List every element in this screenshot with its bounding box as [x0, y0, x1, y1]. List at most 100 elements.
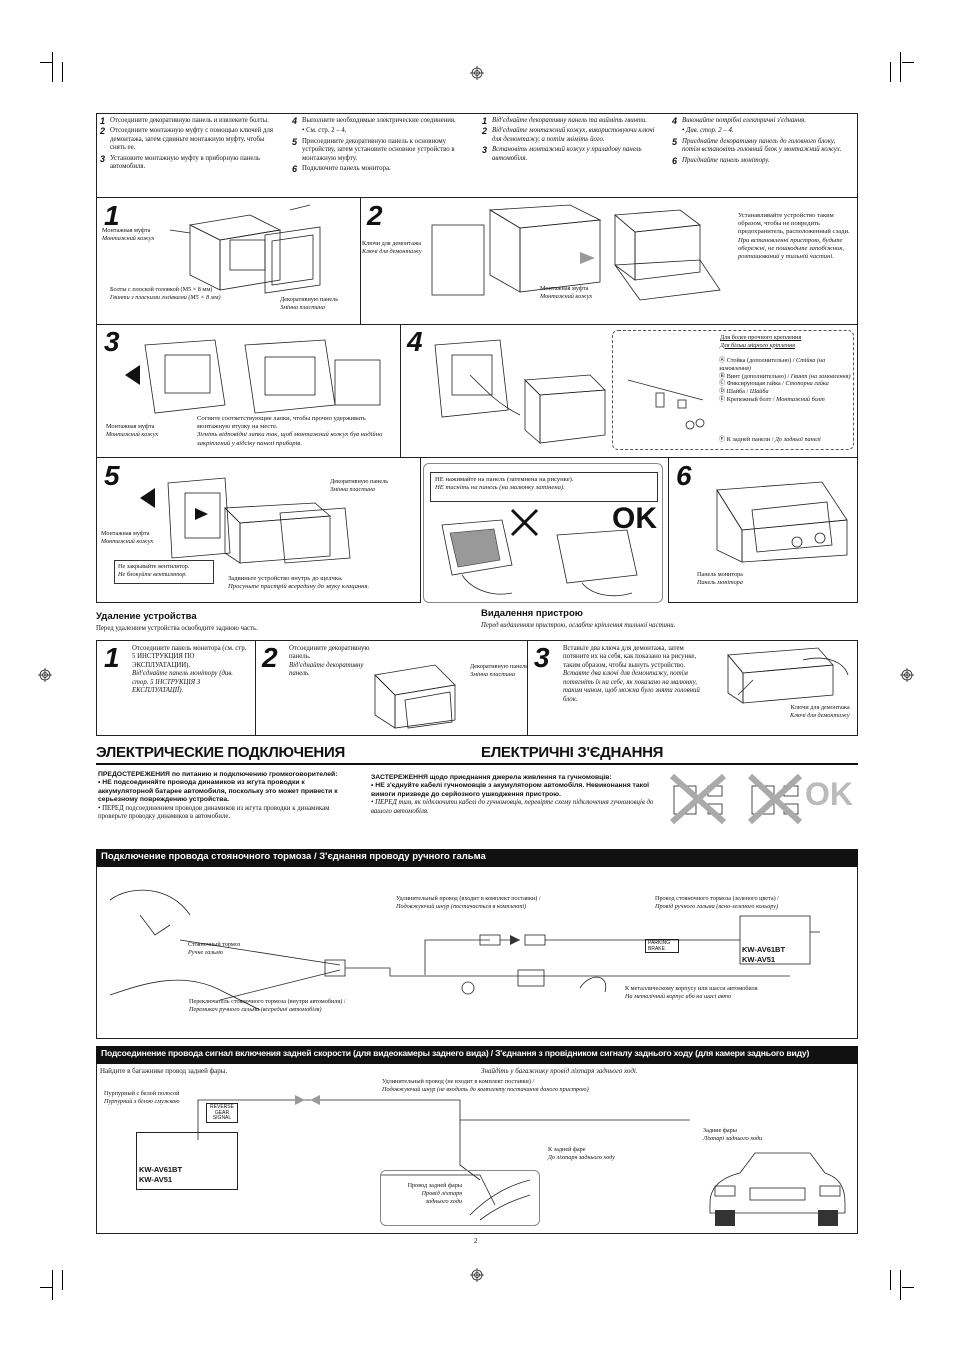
step-item-text: Установите монтажную муфту в приборную п… [110, 154, 260, 171]
rear-panel-label: Ⓕ К задней панели / До задньої панелі [719, 436, 821, 443]
parts-list-item: Ⓔ Крепежный болт / Монтажний болт [719, 396, 851, 404]
step-item-text: • Див. стор. 2 – 4. [682, 127, 734, 135]
step-item: 2 Від'єднайте монтажний кожух, використов… [482, 126, 662, 144]
brake-wire-label: Провод стояночного тормоза (зеленого цве… [655, 895, 779, 910]
step-item-text: Отсоедините декоративную панель и извлек… [110, 117, 269, 124]
divider [96, 763, 858, 765]
step-number: 5 [104, 460, 120, 491]
step-number: 4 [407, 326, 423, 357]
parts-list-item: Ⓒ Фиксирующая гайка / Стопорна гайка [719, 380, 851, 388]
speaker-wiring-warning-illustration [670, 773, 803, 825]
removal-title-uk: Видалення пристрою [481, 608, 583, 619]
registration-mark-icon [470, 66, 484, 80]
removal-subtitle-ru: Перед удалением устройства освободите за… [96, 625, 258, 632]
part-name-uk: Стопорна гайка [785, 380, 829, 388]
step-item-text: Отсоедините монтажную муфту с помощью кл… [110, 127, 273, 152]
step-item-number: 3 [482, 145, 488, 156]
heading-ru: ЭЛЕКТРИЧЕСКИЕ ПОДКЛЮЧЕНИЯ [96, 744, 345, 761]
ok-mark: OK [805, 776, 853, 812]
part-name-uk: Гвинт (на замовлення) [790, 372, 851, 380]
trim-removal-illustration [374, 664, 456, 729]
step-item-number: 2 [482, 126, 488, 137]
part-marker: Ⓒ [719, 380, 727, 388]
step-item-number: 1 [482, 116, 488, 126]
step-item: 1 Від'єднайте декоративну панель та виймі… [482, 116, 662, 126]
ground-label: К металлическому корпусу или шасси автом… [625, 985, 758, 1000]
part-marker: Ⓔ [719, 395, 727, 403]
reverse-wiring-diagram [197, 1095, 690, 1206]
keys-pull-illustration [727, 647, 849, 704]
parts-list: Ⓐ Стойка (дополнительно) / Стійка (на за… [719, 357, 851, 404]
part-name-ru: Крепежный болт / [726, 395, 775, 403]
crop-mark [62, 62, 63, 82]
bracket-detail-illustration [627, 379, 705, 430]
crop-mark [902, 1287, 914, 1288]
part-name-ru: Шайба / [726, 388, 749, 395]
reverse-signal-title: Подсоединение провода сигнал включения з… [96, 1046, 858, 1064]
parking-brake-wiring-diagram [109, 889, 820, 1011]
step-item-number: 4 [292, 116, 298, 126]
heading-uk: ЕЛЕКТРИЧНІ З'ЄДНАННЯ [481, 744, 664, 761]
removal-step-2-text: Отсоедините декоративную панель.Від'єдна… [289, 645, 370, 678]
part-name-ru: Стойка (дополнительно) / [726, 357, 795, 364]
fuse-note: Устанавливайте устройство таким образом,… [738, 212, 850, 261]
step-item-number: 5 [672, 136, 678, 147]
crop-mark [52, 52, 53, 82]
removal-title-ru: Удаление устройства [96, 611, 197, 622]
crop-mark [890, 62, 891, 82]
step-item: • Див. стор. 2 – 4. [672, 127, 852, 135]
fan-warning: Не закрывайте вентилятор.Не блокуйте вен… [114, 560, 214, 584]
removal-step-3-text: Вставьте два ключа для демонтажа, затем … [563, 645, 700, 703]
part-name-uk: Монтажний болт [776, 395, 825, 403]
step-item-number: 6 [292, 164, 298, 175]
step-item-text: Від'єднайте декоративну панель та вийміт… [492, 117, 648, 124]
step-item-text: Від'єднайте монтажний кожух, використову… [492, 127, 655, 143]
steps-column-uk-1: 1 Від'єднайте декоративну панель та виймі… [482, 116, 662, 165]
removal-step-3 [527, 640, 858, 736]
sleeve-removal-illustration [169, 204, 321, 294]
monitor-attach-illustration [716, 481, 848, 563]
sleeve-insert-illustration [125, 339, 381, 414]
press-illustration [441, 508, 638, 597]
step-number: 6 [676, 460, 692, 491]
wiring-illustration [434, 339, 606, 444]
detail-callout [612, 330, 854, 450]
parking-brake-title: Подключение провода стояночного тормоза … [96, 849, 858, 867]
ext-wire-label: Удлинительный провод (входит в комплект … [396, 895, 541, 910]
step-item-text: Виконайте потрібні електричні з'єднання. [682, 117, 806, 124]
ext-wire-label: Удлинительный провод (не входит в компле… [382, 1078, 589, 1093]
step-item-text: • См. стр. 2 – 4. [302, 127, 347, 135]
parts-list-item: Ⓐ Стойка (дополнительно) / Стійка (на за… [719, 357, 851, 373]
part-name-ru: Винт (дополнительно) / [726, 372, 790, 380]
crop-mark [900, 1270, 901, 1300]
part-name-uk: Стійка (на замовлення) [719, 357, 826, 372]
panel-step-6 [668, 457, 858, 603]
crop-mark [40, 1287, 52, 1288]
step-item-number: 5 [292, 136, 298, 147]
step-item-text: Приєднайте декоративну панель до головно… [682, 137, 842, 154]
panel-step-4 [400, 324, 858, 458]
step-item-number: 2 [100, 126, 106, 137]
step-number: 3 [104, 326, 120, 357]
